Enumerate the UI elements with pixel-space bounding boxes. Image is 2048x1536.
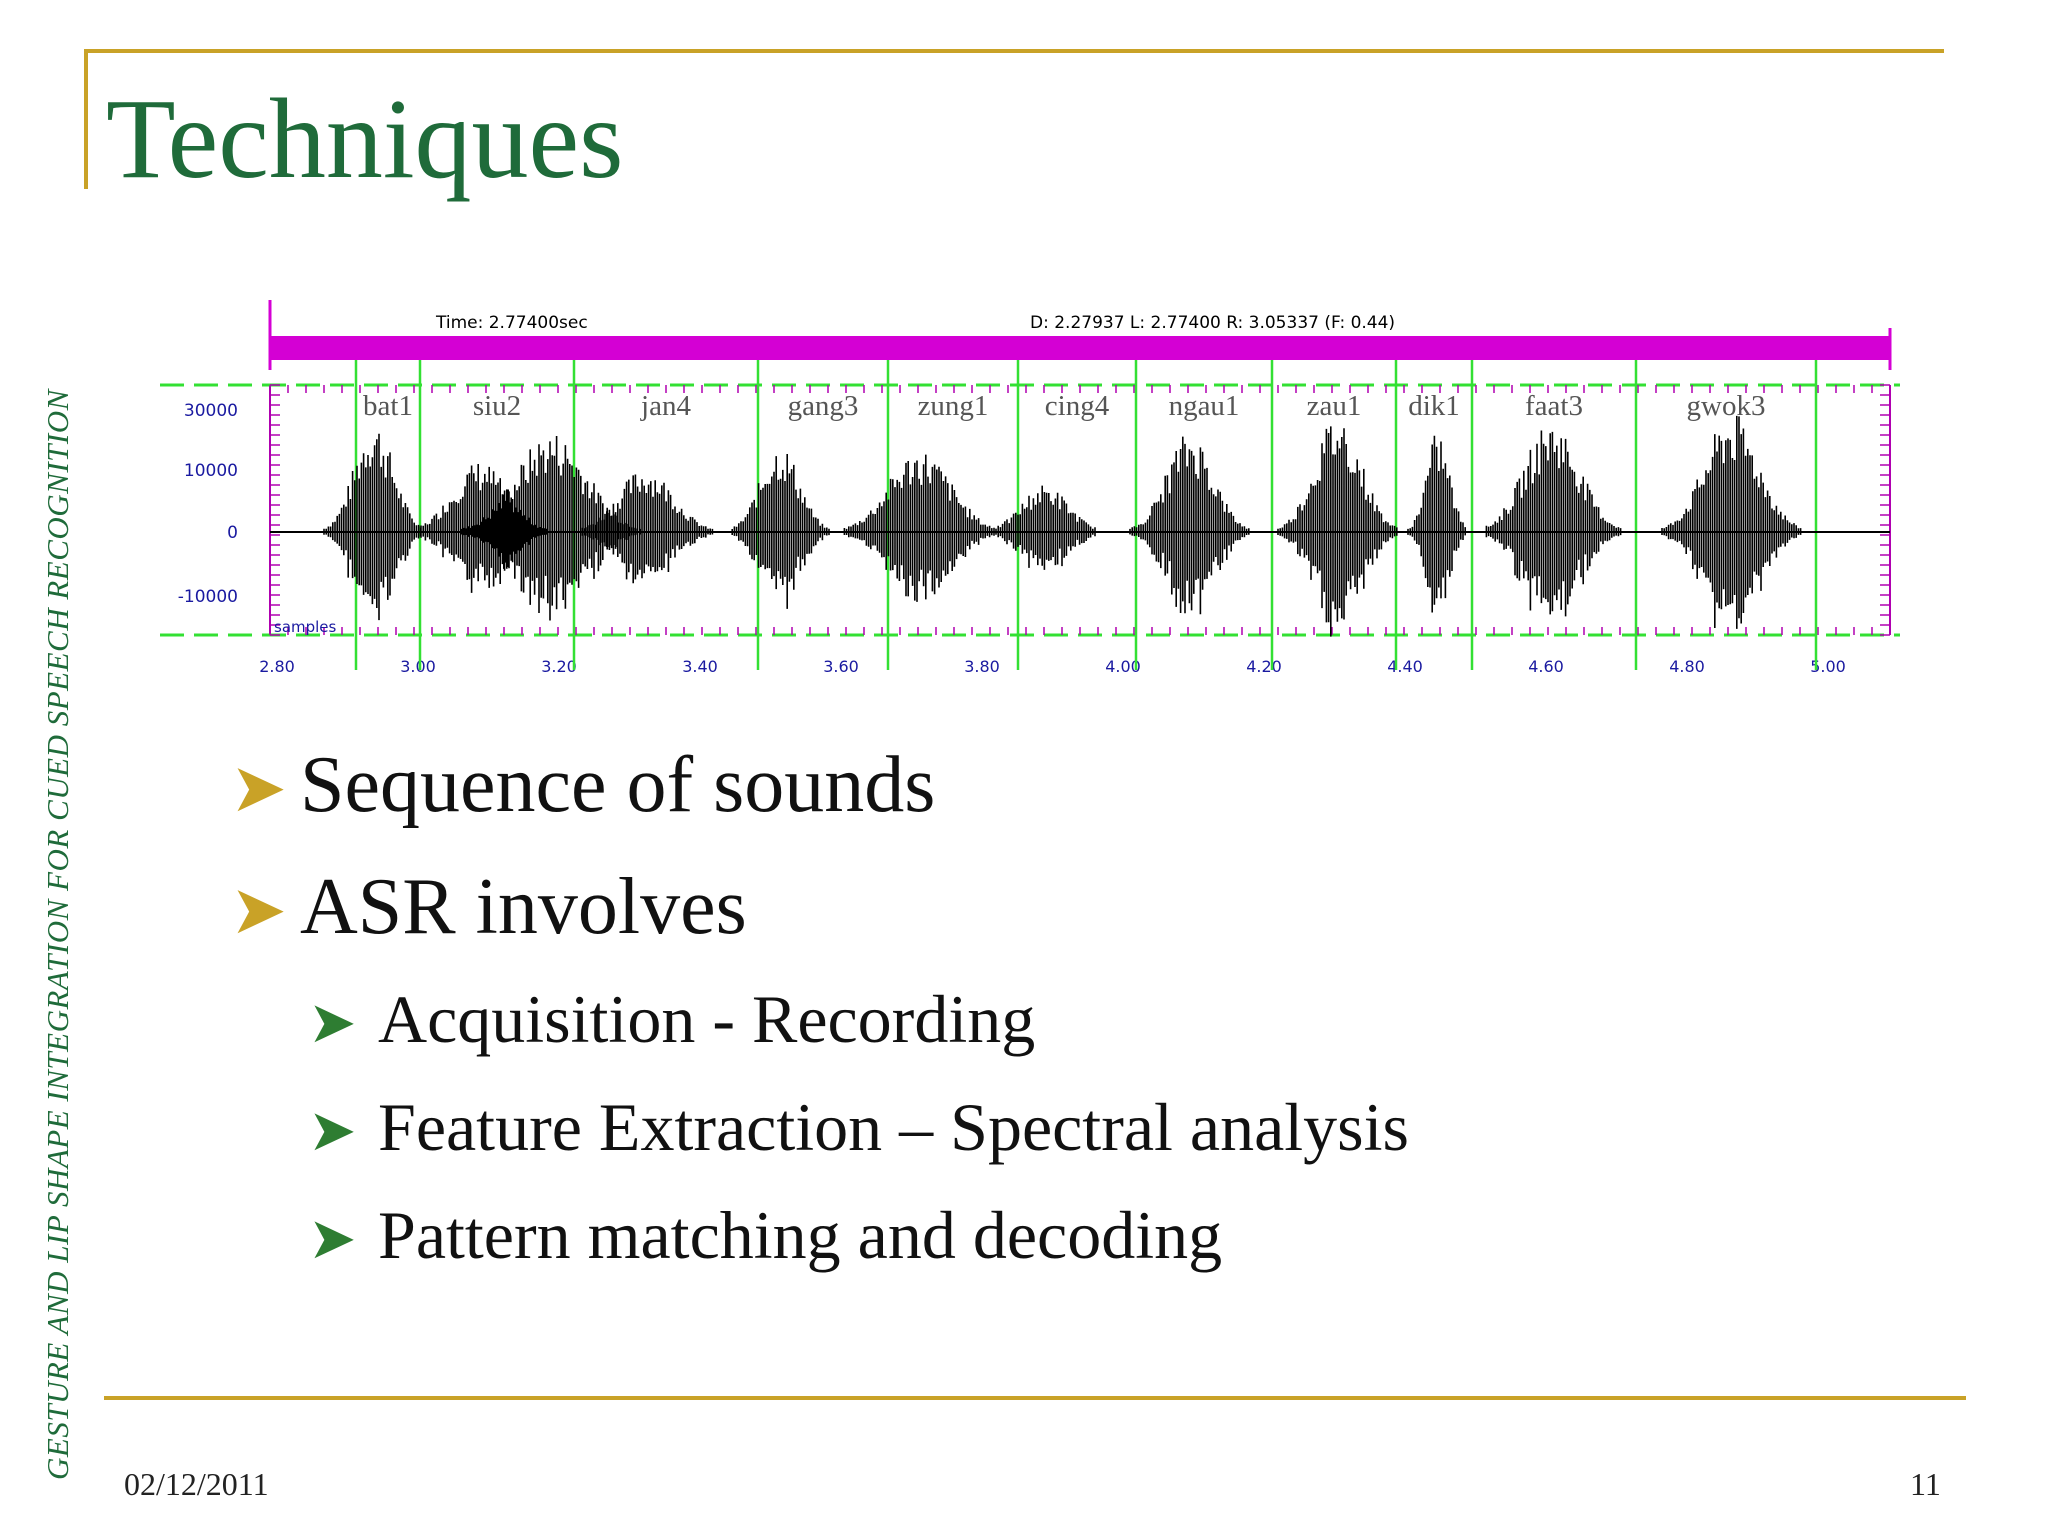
syllable-label: cing4 — [1045, 390, 1110, 422]
header-bar — [270, 336, 1890, 360]
x-tick-label: 4.00 — [1105, 657, 1141, 676]
waveform-dynamic-layer: 30000 10000 0 -10000 samples 2.80 3.00 3.20 3.40… — [160, 360, 1900, 676]
x-tick-label: 2.80 — [259, 657, 295, 676]
syllable-label: faat3 — [1525, 390, 1583, 422]
syllable-label: dik1 — [1408, 390, 1460, 422]
syllable-label: zung1 — [918, 390, 989, 422]
top-vertical-rule — [84, 49, 88, 189]
header-time-text: Time: 2.77400sec — [435, 313, 588, 333]
bullet-arrow-icon: ➤ — [230, 750, 287, 826]
y-axis-label: samples — [274, 618, 337, 636]
syllable-label: jan4 — [640, 390, 691, 422]
bullet-item: ➤ASR involves — [230, 862, 747, 953]
sub-bullet-item: ➤ Feature Extraction – Spectral analysis — [308, 1088, 1409, 1167]
bullet-text: ASR involves — [300, 863, 747, 951]
x-tick-label: 4.40 — [1387, 657, 1423, 676]
sub-bullet-text: Pattern matching and decoding — [378, 1197, 1223, 1273]
bullet-text: Sequence of sounds — [300, 741, 936, 829]
bottom-rule — [104, 1396, 1966, 1400]
footer-page-number: 11 — [1910, 1466, 1941, 1502]
top-rule — [84, 49, 1944, 53]
bullet-arrow-icon: ➤ — [230, 872, 287, 948]
x-tick-label: 3.80 — [964, 657, 1000, 676]
syllable-label: ngau1 — [1169, 390, 1240, 422]
x-tick-label: 3.60 — [823, 657, 859, 676]
waveform-figure: Time: 2.77400sec D: 2.27937 L: 2.77400 R… — [160, 300, 1900, 680]
header-range-text: D: 2.27937 L: 2.77400 R: 3.05337 (F: 0.4… — [1030, 313, 1395, 333]
sub-bullet-arrow-icon: ➤ — [308, 1206, 357, 1271]
waveform-plot: Time: 2.77400sec D: 2.27937 L: 2.77400 R… — [160, 300, 1900, 676]
x-tick-label: 4.80 — [1669, 657, 1705, 676]
sub-bullet-item: ➤ Acquisition - Recording — [308, 980, 1035, 1059]
sub-bullet-arrow-icon: ➤ — [308, 1098, 357, 1163]
syllable-label: zau1 — [1307, 390, 1362, 422]
footer-date: 02/12/2011 — [124, 1466, 269, 1502]
y-tick-label: -10000 — [178, 587, 238, 607]
x-tick-label: 4.20 — [1246, 657, 1282, 676]
bullet-item: ➤Sequence of sounds — [230, 740, 935, 831]
x-tick-label: 3.00 — [400, 657, 436, 676]
x-tick-label: 5.00 — [1810, 657, 1846, 676]
y-tick-label: 10000 — [184, 461, 238, 481]
syllable-label: gwok3 — [1687, 390, 1766, 422]
x-tick-label: 3.20 — [541, 657, 577, 676]
syllable-label: bat1 — [363, 390, 413, 422]
y-tick-label: 30000 — [184, 401, 238, 421]
syllable-label: siu2 — [473, 390, 521, 422]
sub-bullet-arrow-icon: ➤ — [308, 990, 357, 1055]
x-tick-label: 3.40 — [682, 657, 718, 676]
y-tick-label: 0 — [227, 523, 238, 543]
syllable-label: gang3 — [788, 390, 859, 422]
waveform-path — [323, 415, 1802, 637]
slide-title: Techniques — [106, 75, 624, 202]
x-tick-label: 4.60 — [1528, 657, 1564, 676]
sub-bullet-item: ➤ Pattern matching and decoding — [308, 1196, 1222, 1275]
side-title: GESTURE AND LIP SHAPE INTEGRATION FOR CU… — [40, 389, 75, 1480]
sub-bullet-text: Acquisition - Recording — [378, 981, 1036, 1057]
sub-bullet-text: Feature Extraction – Spectral analysis — [378, 1089, 1409, 1165]
